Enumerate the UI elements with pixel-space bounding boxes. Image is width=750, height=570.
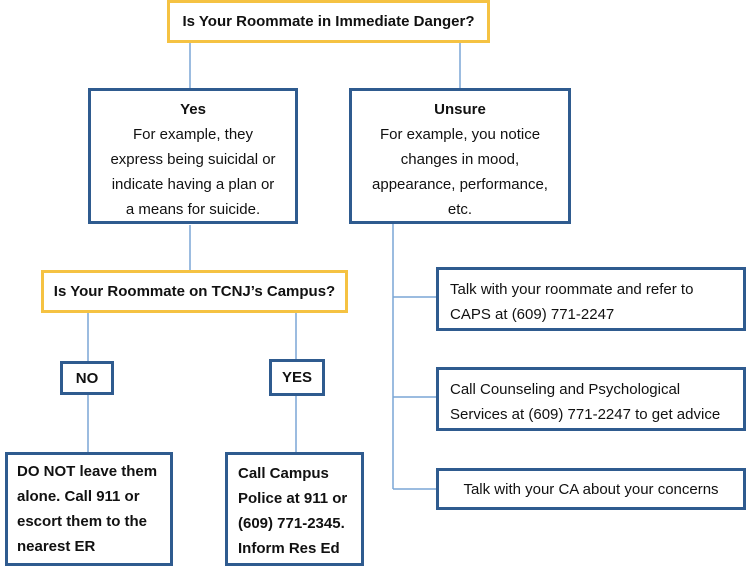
unsure-action-box-1: Talk with your roommate and refer to CAP… [436, 267, 746, 331]
unsure-action-box-2: Call Counseling and Psychological Servic… [436, 367, 746, 431]
unsure-box-line: For example, you notice [379, 126, 541, 143]
yes-label-box: YES [269, 359, 325, 396]
unsure-box-line: appearance, performance, [372, 176, 548, 193]
no-label: NO [75, 369, 99, 387]
no-label-box: NO [60, 361, 114, 395]
yes-action-line: Inform Res Ed [238, 540, 340, 557]
question-on-campus-text: Is Your Roommate on TCNJ’s Campus? [53, 283, 336, 300]
unsure-box: Unsure For example, you notice changes i… [349, 88, 571, 224]
unsure-action-line: Talk with your roommate and refer to [450, 281, 694, 298]
question-immediate-danger-text: Is Your Roommate in Immediate Danger? [182, 13, 475, 30]
unsure-action-line: CAPS at (609) 771-2247 [450, 306, 615, 323]
yes-box-line: indicate having a plan or [111, 176, 275, 193]
unsure-action-line: Call Counseling and Psychological [450, 381, 681, 398]
no-action-line: nearest ER [17, 538, 96, 555]
yes-action-box: Call Campus Police at 911 or (609) 771-2… [225, 452, 364, 566]
no-action-line: alone. Call 911 or [17, 488, 140, 505]
yes-box-line: a means for suicide. [125, 201, 261, 218]
question-immediate-danger: Is Your Roommate in Immediate Danger? [167, 0, 490, 43]
unsure-box-line: changes in mood, [400, 151, 520, 168]
yes-action-line: Police at 911 or [238, 490, 348, 507]
yes-box-line: express being suicidal or [110, 151, 276, 168]
no-action-line: DO NOT leave them [17, 463, 158, 480]
unsure-action-line: Talk with your CA about your concerns [463, 480, 719, 498]
no-action-line: escort them to the [17, 513, 148, 530]
yes-box-line: For example, they [132, 126, 254, 143]
unsure-action-box-3: Talk with your CA about your concerns [436, 468, 746, 510]
unsure-box-title: Unsure [434, 101, 486, 118]
unsure-action-line: Services at (609) 771-2247 to get advice [450, 406, 721, 423]
yes-box: Yes For example, they express being suic… [88, 88, 298, 224]
yes-action-line: Call Campus [238, 465, 329, 482]
no-action-box: DO NOT leave them alone. Call 911 or esc… [5, 452, 173, 566]
yes-box-title: Yes [180, 101, 206, 118]
yes-action-line: (609) 771-2345. [238, 515, 345, 532]
unsure-box-line: etc. [447, 201, 473, 218]
question-on-campus: Is Your Roommate on TCNJ’s Campus? [41, 270, 348, 313]
yes-label: YES [281, 369, 312, 386]
